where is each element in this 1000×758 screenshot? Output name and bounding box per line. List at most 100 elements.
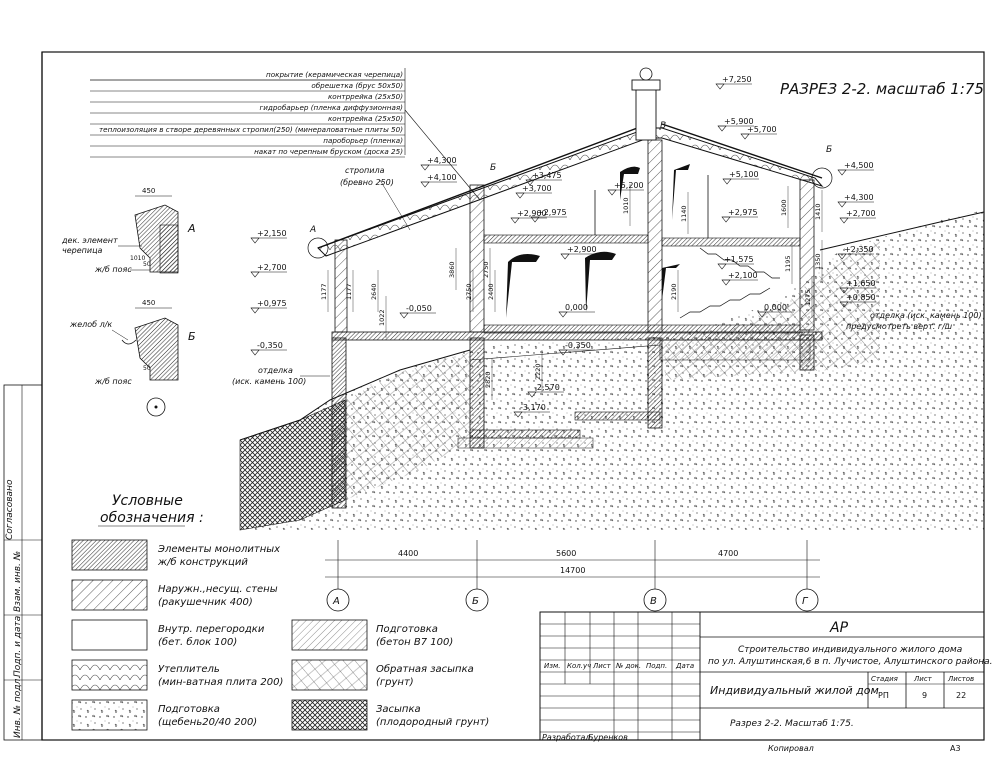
roof-layer-5: теплоизоляция в створе деревянных стропи… xyxy=(99,125,403,134)
finish-left-2: (иск. камень 100) xyxy=(232,377,306,386)
level-11: +2,975 xyxy=(537,208,567,217)
windows xyxy=(506,164,690,318)
svg-text:50: 50 xyxy=(143,365,151,372)
svg-text:Подготовка: Подготовка xyxy=(376,624,438,635)
drawing-title: РАЗРЕЗ 2-2. масштаб 1:75 xyxy=(780,80,984,98)
vdim-13: 1410 xyxy=(814,203,822,220)
detail-b-label-2: ж/б пояс xyxy=(94,377,132,386)
svg-text:ж/б конструкций: ж/б конструкций xyxy=(157,556,248,568)
legend-swatch-gravel xyxy=(71,699,148,731)
walls xyxy=(334,139,815,334)
axis-v: В xyxy=(650,596,657,607)
svg-text:450: 450 xyxy=(142,299,155,307)
svg-text:Внутр. перегородки: Внутр. перегородки xyxy=(158,624,265,635)
span-vg: 4700 xyxy=(718,549,738,558)
level-19: +2,100 xyxy=(728,271,758,280)
finish-left-1: отделка xyxy=(258,366,293,375)
legend-title-1: Условные xyxy=(112,493,183,509)
svg-text:1010: 1010 xyxy=(130,255,145,262)
svg-text:Наружн.,несущ. стены: Наружн.,несущ. стены xyxy=(158,584,278,595)
vdim-6: 2190 xyxy=(670,283,678,300)
vdim-11: 1195 xyxy=(784,255,792,272)
detail-a-label-1: дек. элемент xyxy=(61,236,118,245)
level-marks: +7,250+5,900+5,700+5,100+5,200+4,300+4,1… xyxy=(250,75,876,418)
level-9: +3,700 xyxy=(522,184,552,193)
stamp-sheet-name: Разрез 2-2. Масштаб 1:75. xyxy=(730,719,854,729)
axis-a: А xyxy=(332,596,340,607)
level-24: -0,050 xyxy=(406,304,432,313)
vdim-7: 2820 xyxy=(484,371,492,388)
svg-text:Стадия: Стадия xyxy=(871,675,898,683)
stamp-format: А3 xyxy=(950,744,961,753)
stamp-code: АР xyxy=(829,620,849,636)
legend-swatch-partition xyxy=(71,619,148,651)
svg-text:Листов: Листов xyxy=(947,675,974,683)
level-7: +4,500 xyxy=(844,161,874,170)
axes: 4400 5600 4700 14700 А Б В Г А Б В Б xyxy=(309,121,832,612)
level-4: +5,200 xyxy=(614,181,644,190)
level-23: +0,850 xyxy=(846,293,876,302)
svg-text:Б: Б xyxy=(490,163,496,173)
vdim-9: 1010 xyxy=(622,197,630,214)
svg-text:Подготовка: Подготовка xyxy=(158,704,220,715)
legend-swatch-rc xyxy=(71,539,148,571)
detail-a-label-3: ж/б пояс xyxy=(94,265,132,274)
side-label-approved: Согласовано xyxy=(5,479,15,540)
svg-text:Засыпка: Засыпка xyxy=(376,704,421,715)
detail-b: 450 Б желоб л/к ж/б пояс 50 xyxy=(69,299,196,417)
stamp-developer-name: Буренков xyxy=(588,733,628,742)
stamp-developer-label: Разработал xyxy=(542,733,590,742)
vdim-3: 1022 xyxy=(378,309,386,326)
side-label-sign: Подп. и дата xyxy=(13,616,23,677)
svg-text:РП: РП xyxy=(878,691,889,700)
level-3: +5,100 xyxy=(729,170,759,179)
level-18: +2,700 xyxy=(257,263,287,272)
vdim-4: 2400 xyxy=(487,283,495,300)
legend: Условные обозначения : Элементы монолитн… xyxy=(71,493,489,731)
svg-text:Дата: Дата xyxy=(675,662,694,670)
svg-text:450: 450 xyxy=(142,187,155,195)
finish-right: отделка (иск. камень 100) xyxy=(870,311,982,320)
side-approval-table: Согласовано Взам. инв. № Подп. и дата Ин… xyxy=(3,384,43,741)
span-ab: 4400 xyxy=(398,549,418,558)
svg-text:(грунт): (грунт) xyxy=(376,677,414,688)
roof-layer-1: обрешетка (брус 50х50) xyxy=(311,81,403,90)
span-total: 14700 xyxy=(560,566,585,575)
svg-text:Б: Б xyxy=(826,145,832,155)
side-label-replace: Взам. инв. № xyxy=(13,551,23,612)
svg-text:(плодородный грунт): (плодородный грунт) xyxy=(376,717,489,728)
vdim-12: 1600 xyxy=(780,199,788,216)
ground xyxy=(239,210,985,531)
svg-text:(мин-ватная плита 200): (мин-ватная плита 200) xyxy=(158,677,283,688)
level-25: 0,000 xyxy=(565,303,588,312)
level-0: +7,250 xyxy=(722,75,752,84)
level-20: +1,575 xyxy=(724,255,754,264)
level-29: -2,570 xyxy=(534,383,560,392)
vdim-10: 1140 xyxy=(680,205,688,222)
svg-text:Изм.: Изм. xyxy=(544,662,560,670)
stair xyxy=(699,247,780,279)
level-2: +5,700 xyxy=(747,125,777,134)
vdim-15: 1275 xyxy=(804,289,812,306)
legend-title-2: обозначения : xyxy=(100,510,204,526)
level-26: 0,000 xyxy=(764,303,787,312)
svg-text:(ракушечник 400): (ракушечник 400) xyxy=(158,597,253,608)
svg-text:(бет. блок 100): (бет. блок 100) xyxy=(158,636,237,648)
svg-text:9: 9 xyxy=(922,691,927,700)
roof-layers-list: покрытие (керамическая черепица) обрешетк… xyxy=(90,68,481,201)
svg-text:50: 50 xyxy=(143,261,151,268)
legend-swatch-backfill xyxy=(291,659,368,691)
svg-text:Лист: Лист xyxy=(913,675,933,683)
level-16: +2,350 xyxy=(844,245,874,254)
detail-a-label-2: черепица xyxy=(62,246,103,255)
detail-a: 450 А дек. элемент черепица ж/б пояс 101… xyxy=(61,187,196,274)
svg-text:22: 22 xyxy=(956,691,966,700)
level-6: +4,100 xyxy=(427,173,457,182)
roof-layer-0: покрытие (керамическая черепица) xyxy=(266,70,403,79)
level-13: +2,975 xyxy=(728,208,758,217)
level-1: +5,900 xyxy=(724,117,754,126)
stamp-project-1: Строительство индивидуального жилого дом… xyxy=(738,645,962,655)
axis-g: Г xyxy=(802,596,809,607)
